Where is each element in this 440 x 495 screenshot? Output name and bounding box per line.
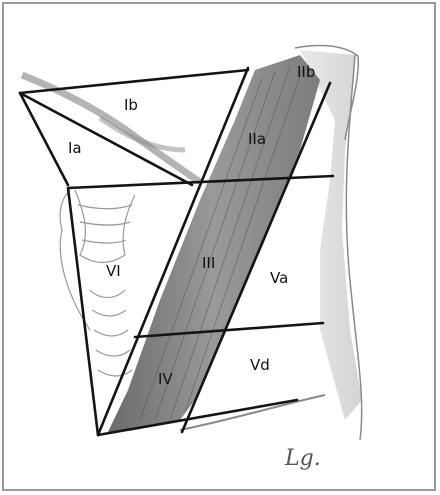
label-level-vi: VI: [106, 262, 121, 280]
label-level-iib: IIb: [297, 63, 315, 81]
mandible-boundary-line: [20, 70, 248, 93]
label-level-vd: Vd: [250, 356, 270, 374]
label-level-iia: IIa: [248, 130, 266, 148]
level-i-diagonal-line: [20, 93, 192, 185]
label-level-va: Va: [270, 269, 288, 287]
label-level-iv: IV: [158, 370, 173, 388]
label-level-iii: III: [202, 254, 215, 272]
label-level-ia: Ia: [68, 139, 82, 157]
artist-signature: Lg.: [284, 446, 321, 471]
clavicle-sketch: [180, 395, 325, 430]
sternocleidomastoid-muscle: [108, 55, 320, 432]
label-level-ib: Ib: [124, 96, 138, 114]
